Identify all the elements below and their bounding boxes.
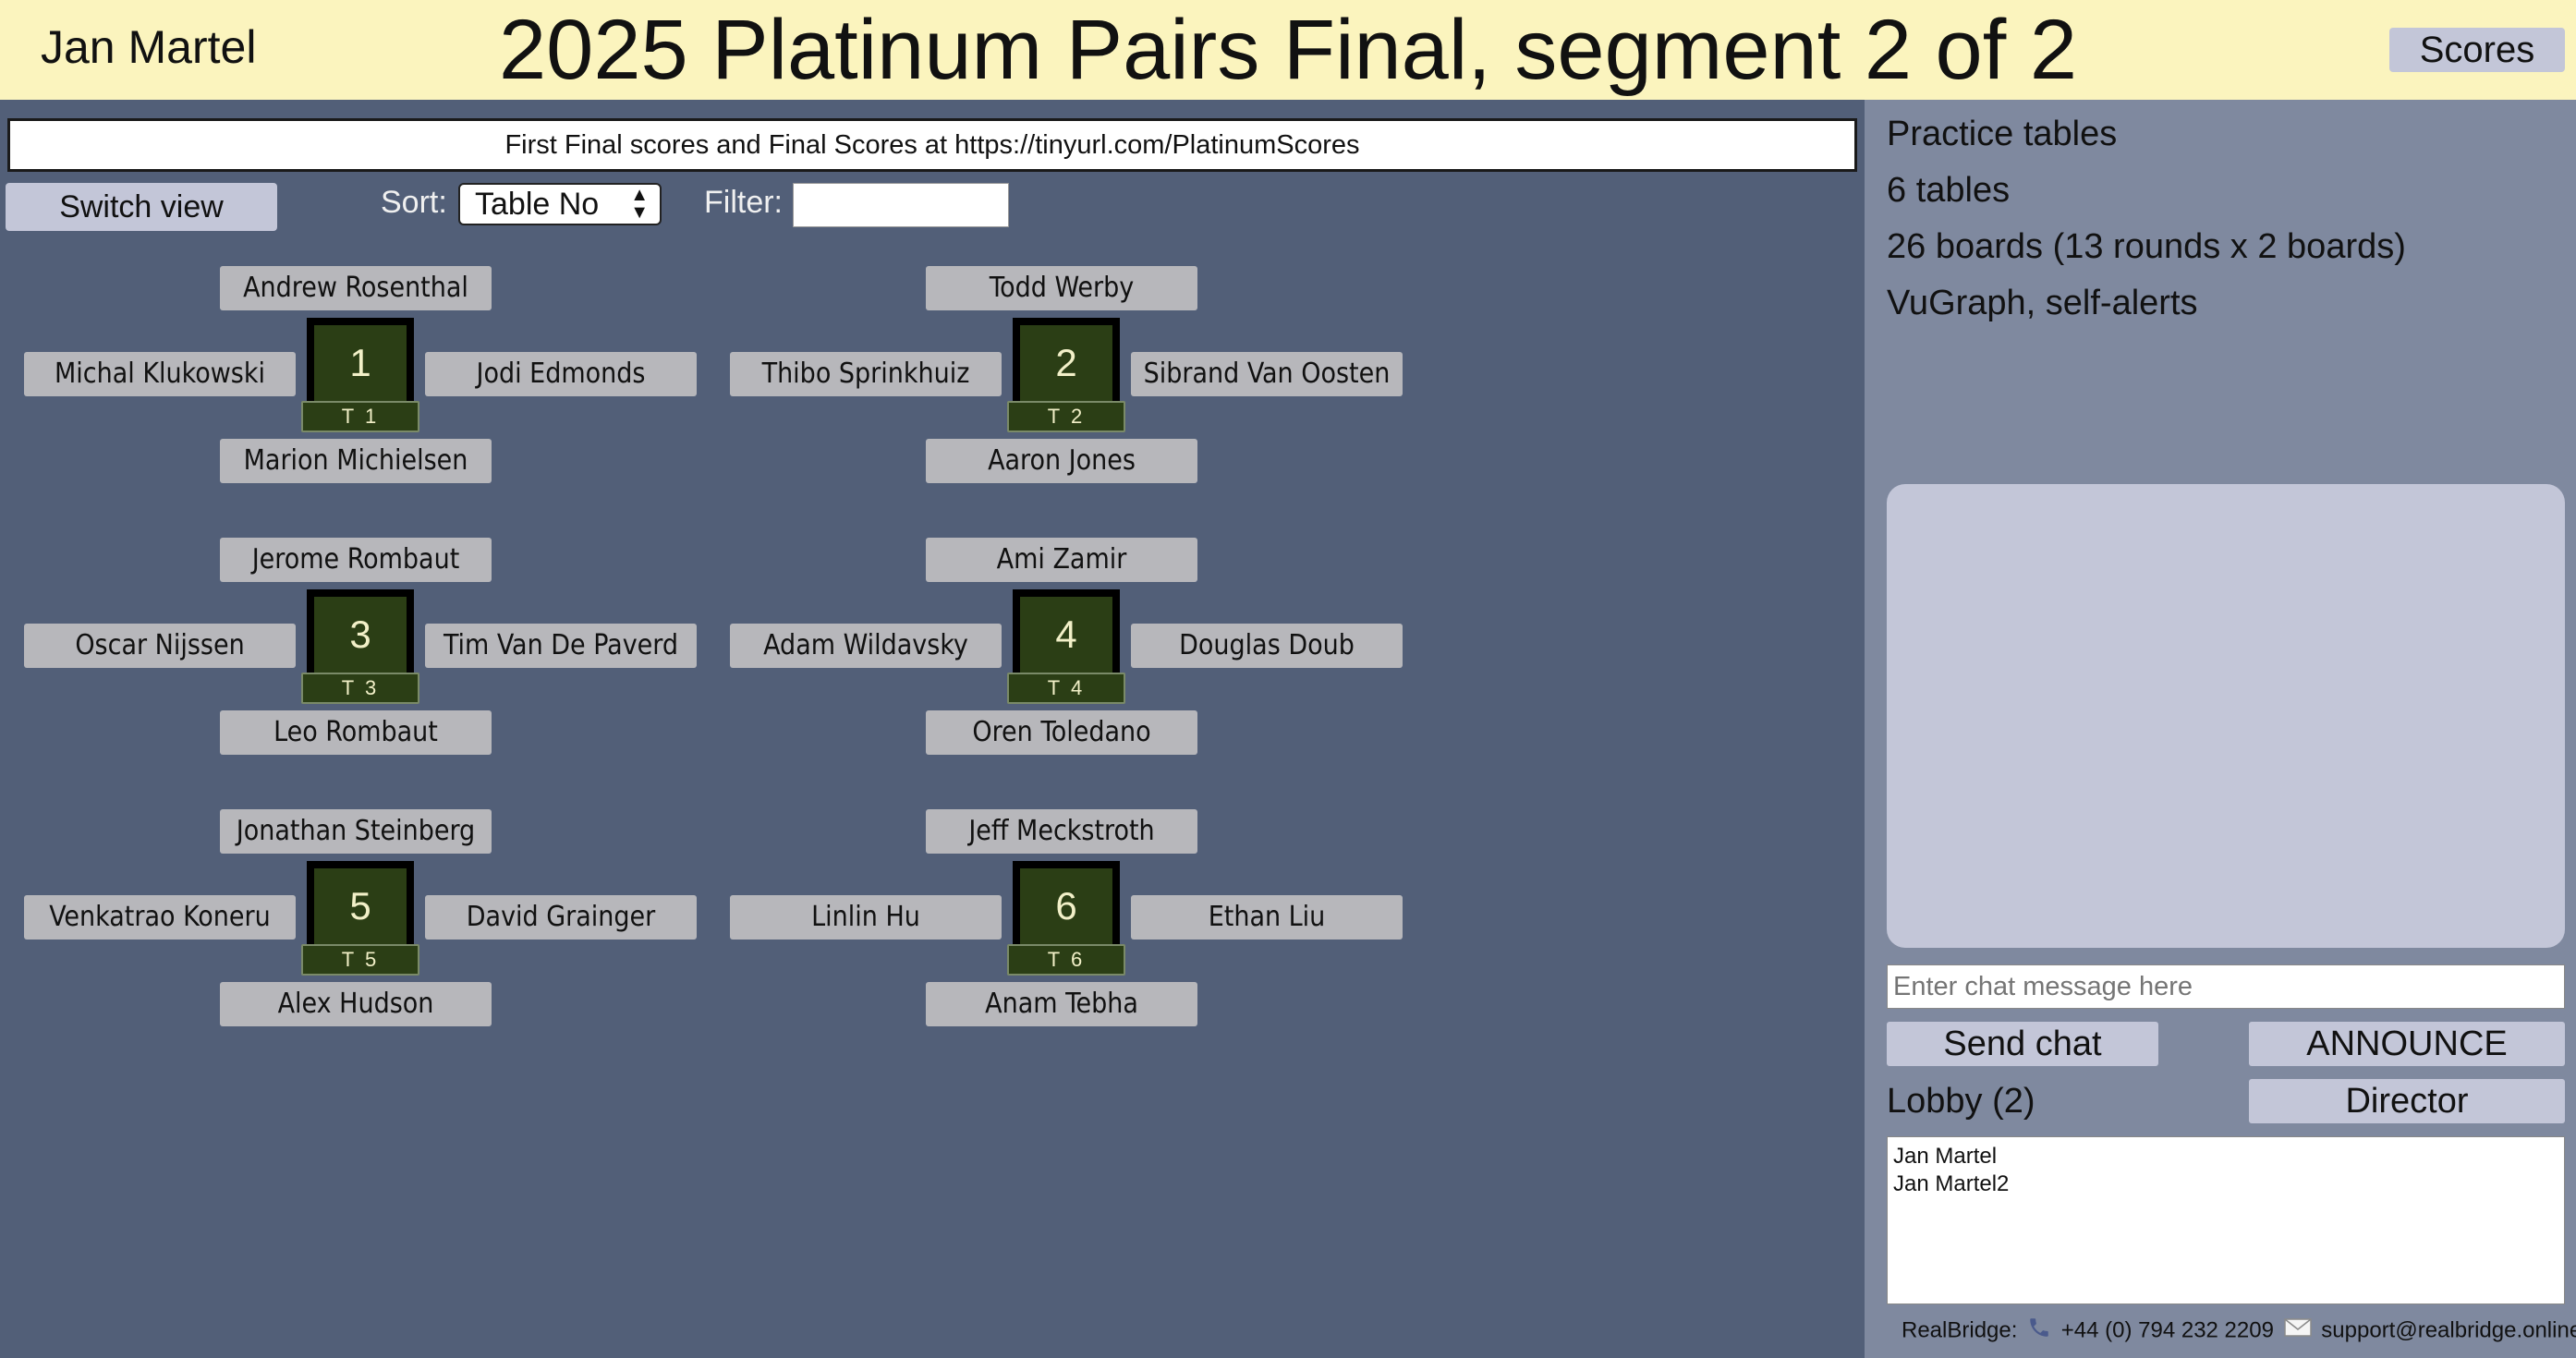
chat-message-input[interactable] <box>1887 964 2565 1009</box>
player-north[interactable]: Todd Werby <box>926 266 1197 310</box>
table-label: T 6 <box>1007 944 1125 976</box>
player-west[interactable]: Oscar Nijssen <box>24 624 296 668</box>
table-number[interactable]: 4 <box>1013 589 1120 673</box>
header-bar: Jan Martel 2025 Platinum Pairs Final, se… <box>0 0 2576 100</box>
player-south[interactable]: Anam Tebha <box>926 982 1197 1026</box>
lobby-user[interactable]: Jan Martel <box>1893 1144 1998 1169</box>
player-west[interactable]: Venkatrao Koneru <box>24 895 296 940</box>
player-north[interactable]: Jeff Meckstroth <box>926 809 1197 854</box>
sort-select[interactable]: Table No ▲▼ <box>458 183 662 225</box>
side-panel: Practice tables 6 tables 26 boards (13 r… <box>1865 100 2576 1358</box>
table-label: T 5 <box>301 944 419 976</box>
filter-input[interactable] <box>793 183 1009 227</box>
support-footer: RealBridge: +44 (0) 794 232 2209 support… <box>1902 1316 2576 1346</box>
send-chat-button[interactable]: Send chat <box>1887 1022 2158 1066</box>
table-label: T 1 <box>301 401 419 432</box>
player-south[interactable]: Alex Hudson <box>220 982 492 1026</box>
announce-button[interactable]: ANNOUNCE <box>2249 1022 2565 1066</box>
filter-label: Filter: <box>704 185 783 220</box>
sort-label: Sort: <box>381 185 447 220</box>
player-east[interactable]: David Grainger <box>425 895 697 940</box>
info-line: VuGraph, self-alerts <box>1887 284 2198 322</box>
announcement-banner: First Final scores and Final Scores at h… <box>7 118 1857 172</box>
player-north[interactable]: Ami Zamir <box>926 538 1197 582</box>
sort-selected-value: Table No <box>475 187 600 222</box>
envelope-icon <box>2283 1317 2312 1344</box>
table-group: Jonathan Steinberg Venkatrao Koneru 5 Da… <box>11 809 697 1031</box>
support-phone[interactable]: +44 (0) 794 232 2209 <box>2060 1317 2274 1343</box>
table-number[interactable]: 3 <box>307 589 414 673</box>
phone-icon <box>2027 1316 2051 1346</box>
user-name: Jan Martel <box>41 21 257 73</box>
player-south[interactable]: Marion Michielsen <box>220 439 492 483</box>
updown-arrows-icon: ▲▼ <box>630 185 649 223</box>
chat-messages-area <box>1887 484 2565 948</box>
player-west[interactable]: Adam Wildavsky <box>730 624 1002 668</box>
table-group: Andrew Rosenthal Michal Klukowski 1 Jodi… <box>11 266 697 488</box>
player-south[interactable]: Aaron Jones <box>926 439 1197 483</box>
player-east[interactable]: Tim Van De Paverd <box>425 624 697 668</box>
event-title: 2025 Platinum Pairs Final, segment 2 of … <box>498 3 2078 97</box>
lobby-user[interactable]: Jan Martel2 <box>1893 1171 2010 1196</box>
table-group: Ami Zamir Adam Wildavsky 4 Douglas Doub … <box>717 538 1403 759</box>
player-south[interactable]: Leo Rombaut <box>220 710 492 755</box>
player-south[interactable]: Oren Toledano <box>926 710 1197 755</box>
table-group: Jeff Meckstroth Linlin Hu 6 Ethan Liu T … <box>717 809 1403 1031</box>
player-west[interactable]: Linlin Hu <box>730 895 1002 940</box>
info-line: 6 tables <box>1887 171 2011 210</box>
player-north[interactable]: Andrew Rosenthal <box>220 266 492 310</box>
table-label: T 4 <box>1007 673 1125 704</box>
table-number[interactable]: 5 <box>307 861 414 944</box>
table-number[interactable]: 6 <box>1013 861 1120 944</box>
table-number[interactable]: 1 <box>307 318 414 401</box>
player-east[interactable]: Ethan Liu <box>1131 895 1403 940</box>
lobby-list: Jan Martel Jan Martel2 <box>1887 1136 2565 1304</box>
table-group: Jerome Rombaut Oscar Nijssen 3 Tim Van D… <box>11 538 697 759</box>
table-number[interactable]: 2 <box>1013 318 1120 401</box>
player-north[interactable]: Jerome Rombaut <box>220 538 492 582</box>
table-group: Todd Werby Thibo Sprinkhuiz 2 Sibrand Va… <box>717 266 1403 488</box>
lobby-label: Lobby (2) <box>1887 1082 2035 1121</box>
player-west[interactable]: Michal Klukowski <box>24 352 296 396</box>
support-email[interactable]: support@realbridge.online <box>2321 1317 2576 1343</box>
table-label: T 2 <box>1007 401 1125 432</box>
player-east[interactable]: Douglas Doub <box>1131 624 1403 668</box>
info-line: 26 boards (13 rounds x 2 boards) <box>1887 227 2406 266</box>
footer-brand: RealBridge: <box>1902 1317 2018 1343</box>
info-line: Practice tables <box>1887 115 2118 153</box>
player-east[interactable]: Jodi Edmonds <box>425 352 697 396</box>
player-north[interactable]: Jonathan Steinberg <box>220 809 492 854</box>
scores-button[interactable]: Scores <box>2389 28 2565 72</box>
switch-view-button[interactable]: Switch view <box>6 183 277 231</box>
table-label: T 3 <box>301 673 419 704</box>
player-east[interactable]: Sibrand Van Oosten <box>1131 352 1403 396</box>
director-button[interactable]: Director <box>2249 1079 2565 1123</box>
player-west[interactable]: Thibo Sprinkhuiz <box>730 352 1002 396</box>
